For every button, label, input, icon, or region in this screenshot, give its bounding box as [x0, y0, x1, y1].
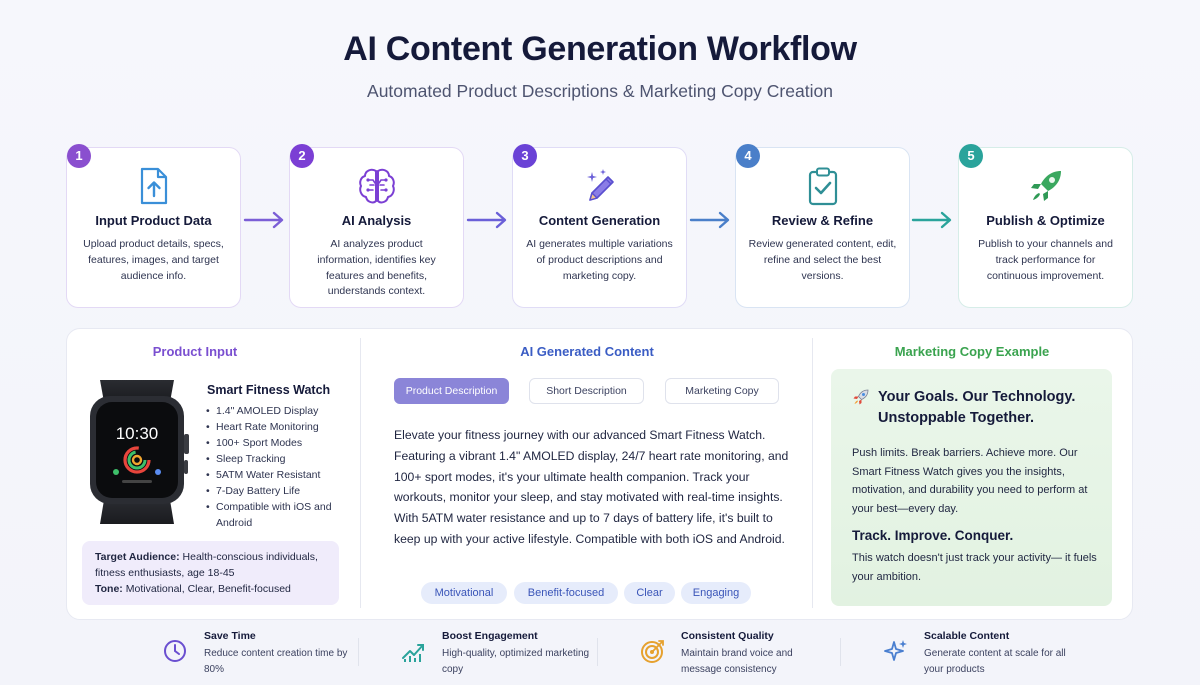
feature-item: Heart Rate Monitoring: [206, 419, 336, 435]
benefit-title: Boost Engagement: [442, 630, 538, 642]
watch-time: 10:30: [116, 424, 159, 443]
tone-label: Tone:: [95, 583, 123, 595]
target-icon: [640, 638, 666, 664]
step-description: Upload product details, specs, features,…: [83, 238, 224, 282]
step-number-badge: 3: [513, 144, 537, 168]
benefit-description: Maintain brand voice and message consist…: [681, 648, 793, 675]
benefit-divider: [597, 638, 598, 666]
feature-item: 100+ Sport Modes: [206, 435, 336, 451]
feature-item: 7-Day Battery Life: [206, 483, 336, 499]
benefit-divider: [358, 638, 359, 666]
arrow-right-icon: [911, 210, 955, 230]
tab-product-description[interactable]: Product Description: [394, 378, 509, 404]
marketing-card: [831, 369, 1112, 606]
workflow-step-analysis: 2 AI Analysis AI analyzes product inform…: [289, 144, 464, 308]
sparkle-icon: [883, 638, 909, 664]
ai-generated-heading: AI Generated Content: [520, 344, 654, 359]
tab-short-description[interactable]: Short Description: [529, 378, 644, 404]
step-title: Input Product Data: [95, 213, 212, 228]
smart-watch-image: 10:30: [82, 372, 338, 532]
benefit-title: Scalable Content: [924, 630, 1010, 642]
benefit-divider: [840, 638, 841, 666]
workflow-step-generation: 3 Content Generation AI generates multip…: [512, 144, 687, 308]
step-title: Content Generation: [538, 213, 661, 228]
arrow-right-icon: [243, 210, 287, 230]
clipboard-check-icon: [736, 166, 909, 206]
step-description: Publish to your channels and track perfo…: [978, 238, 1113, 282]
step-number-badge: 4: [736, 144, 760, 168]
step-title: Review & Refine: [771, 213, 874, 228]
headline-line-2: Unstoppable Together.: [878, 410, 1035, 426]
step-title: Publish & Optimize: [986, 213, 1105, 228]
step-description: AI analyzes product information, identif…: [317, 238, 436, 298]
feature-item: 1.4" AMOLED Display: [206, 403, 336, 419]
tone-tag: Clear: [624, 582, 675, 604]
audience-label: Target Audience:: [95, 551, 180, 563]
tone-value: Motivational, Clear, Benefit-focused: [122, 583, 291, 595]
feature-item: Compatible with iOS and Android: [206, 499, 336, 531]
tone-tag: Engaging: [681, 582, 751, 604]
benefit-title: Save Time: [204, 630, 256, 642]
tone-tag: Benefit-focused: [514, 582, 618, 604]
benefit-title: Consistent Quality: [681, 630, 774, 642]
headline-line-1: Your Goals. Our Technology.: [878, 389, 1076, 405]
step-number-badge: 2: [290, 144, 314, 168]
feature-list: 1.4" AMOLED Display Heart Rate Monitorin…: [206, 403, 336, 531]
column-divider: [812, 338, 813, 608]
step-title: AI Analysis: [341, 213, 412, 228]
feature-item: Sleep Tracking: [206, 451, 336, 467]
marketing-heading: Marketing Copy Example: [894, 344, 1050, 359]
marketing-subhead: Track. Improve. Conquer.: [852, 528, 1014, 543]
upload-file-icon: [67, 166, 240, 206]
benefit-description: Generate content at scale for all your p…: [924, 648, 1066, 675]
step-number-badge: 5: [959, 144, 983, 168]
workflow-step-review: 4 Review & Refine Review generated conte…: [735, 144, 910, 308]
step-description: Review generated content, edit, refine a…: [748, 238, 897, 282]
column-divider: [360, 338, 361, 608]
arrow-right-icon: [689, 210, 733, 230]
product-input-heading: Product Input: [152, 344, 238, 359]
audience-value: Health-conscious individuals, fitness en…: [95, 551, 318, 579]
clock-icon: [163, 638, 189, 664]
benefit-description: High-quality, optimized marketing copy: [442, 648, 590, 675]
brain-icon: [290, 166, 463, 206]
page-subtitle: Automated Product Descriptions & Marketi…: [367, 81, 833, 101]
rocket-icon: [959, 166, 1132, 206]
workflow-step-publish: 5 Publish & Optimize Publish to your cha…: [958, 144, 1133, 308]
benefit-description: Reduce content creation time by 80%: [204, 648, 348, 675]
audience-box: Target Audience: Health-conscious indivi…: [82, 541, 339, 605]
step-description: AI generates multiple variations of prod…: [526, 238, 673, 282]
marketing-body: Push limits. Break barriers. Achieve mor…: [852, 447, 1088, 516]
arrow-right-icon: [466, 210, 510, 230]
product-name: Smart Fitness Watch: [207, 383, 331, 397]
growth-chart-icon: [401, 638, 427, 664]
marketing-tail: This watch doesn't just track your activ…: [852, 552, 1097, 583]
rocket-emoji-icon: [852, 388, 872, 408]
tone-tag: Motivational: [421, 582, 507, 604]
generated-description: Elevate your fitness journey with our ad…: [394, 428, 789, 546]
page-title: AI Content Generation Workflow: [343, 30, 857, 68]
tab-marketing-copy[interactable]: Marketing Copy: [665, 378, 779, 404]
step-number-badge: 1: [67, 144, 91, 168]
workflow-step-input: 1 Input Product Data Upload product deta…: [66, 144, 241, 308]
magic-pencil-icon: [513, 166, 686, 206]
feature-item: 5ATM Water Resistant: [206, 467, 336, 483]
